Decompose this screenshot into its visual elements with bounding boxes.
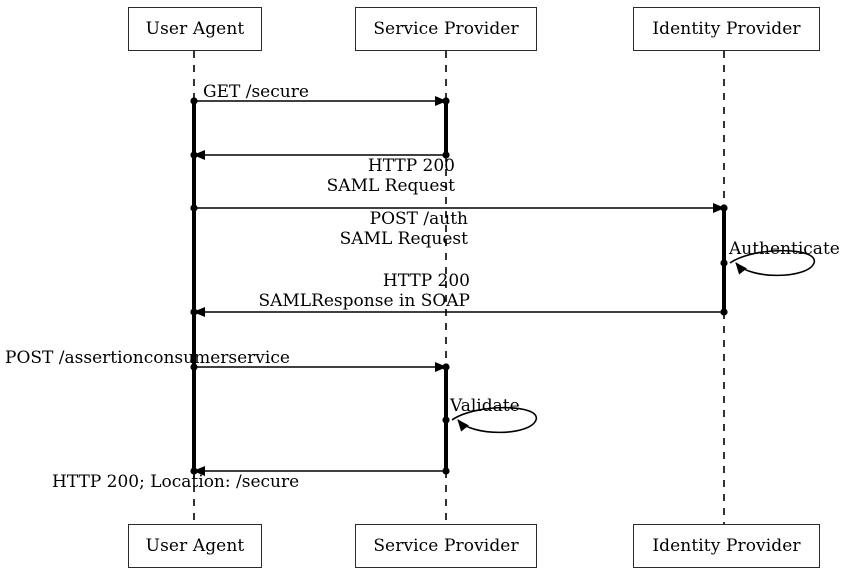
message-label-line: POST /auth <box>369 209 468 229</box>
actor-label: Identity Provider <box>652 536 801 556</box>
actor-box-user-agent-top: User Agent <box>128 7 262 51</box>
actor-label: User Agent <box>145 19 245 39</box>
message-target-dot-m5 <box>442 363 450 371</box>
message-label-line: GET /secure <box>203 82 309 102</box>
self-message-dot-s2 <box>442 416 450 424</box>
actor-label: Service Provider <box>373 536 519 556</box>
actor-label: User Agent <box>145 536 245 556</box>
self-message-loop-s2 <box>451 406 537 434</box>
message-origin-dot-m5 <box>190 363 198 371</box>
message-label-line: HTTP 200 <box>382 271 470 291</box>
message-origin-dot-m6 <box>442 467 450 475</box>
self-message-label-s1: Authenticate <box>729 239 840 259</box>
actor-box-identity-provider-bottom: Identity Provider <box>633 524 820 568</box>
self-message-loop-s1 <box>729 249 815 277</box>
message-label-line: HTTP 200 <box>367 156 455 176</box>
message-label-line: POST /assertionconsumerservice <box>5 348 290 368</box>
self-message-dot-s1 <box>720 259 728 267</box>
actor-box-identity-provider-top: Identity Provider <box>633 7 820 51</box>
message-origin-dot-m1 <box>190 97 198 105</box>
message-target-dot-m2 <box>190 151 198 159</box>
message-label-m6: HTTP 200; Location: /secure <box>52 472 352 492</box>
message-arrows-group <box>193 96 725 476</box>
message-endpoint-dots-group <box>190 97 728 475</box>
message-label-line: SAML Request <box>339 229 468 249</box>
self-message-label-text: Validate <box>450 396 520 416</box>
self-message-label-text: Authenticate <box>729 239 840 259</box>
message-origin-dot-m4 <box>720 308 728 316</box>
actor-box-user-agent-bottom: User Agent <box>128 524 262 568</box>
message-origin-dot-m2 <box>442 151 450 159</box>
message-target-dot-m3 <box>720 204 728 212</box>
message-label-m5: POST /assertionconsumerservice <box>5 348 345 368</box>
message-origin-dot-m3 <box>190 204 198 212</box>
actor-box-service-provider-top: Service Provider <box>355 7 537 51</box>
message-label-line: SAMLResponse in SOAP <box>258 291 470 311</box>
message-target-dot-m4 <box>190 308 198 316</box>
lifelines-group <box>193 51 725 524</box>
message-target-dot-m1 <box>442 97 450 105</box>
message-label-line: SAML Request <box>326 176 455 196</box>
self-message-label-s2: Validate <box>450 396 520 416</box>
message-target-dot-m6 <box>190 467 198 475</box>
message-label-line: HTTP 200; Location: /secure <box>52 472 300 492</box>
actor-label: Identity Provider <box>652 19 801 39</box>
self-message-loops-group <box>451 249 815 434</box>
message-label-m1: GET /secure <box>203 82 503 102</box>
actor-box-service-provider-bottom: Service Provider <box>355 524 537 568</box>
actor-label: Service Provider <box>373 19 519 39</box>
